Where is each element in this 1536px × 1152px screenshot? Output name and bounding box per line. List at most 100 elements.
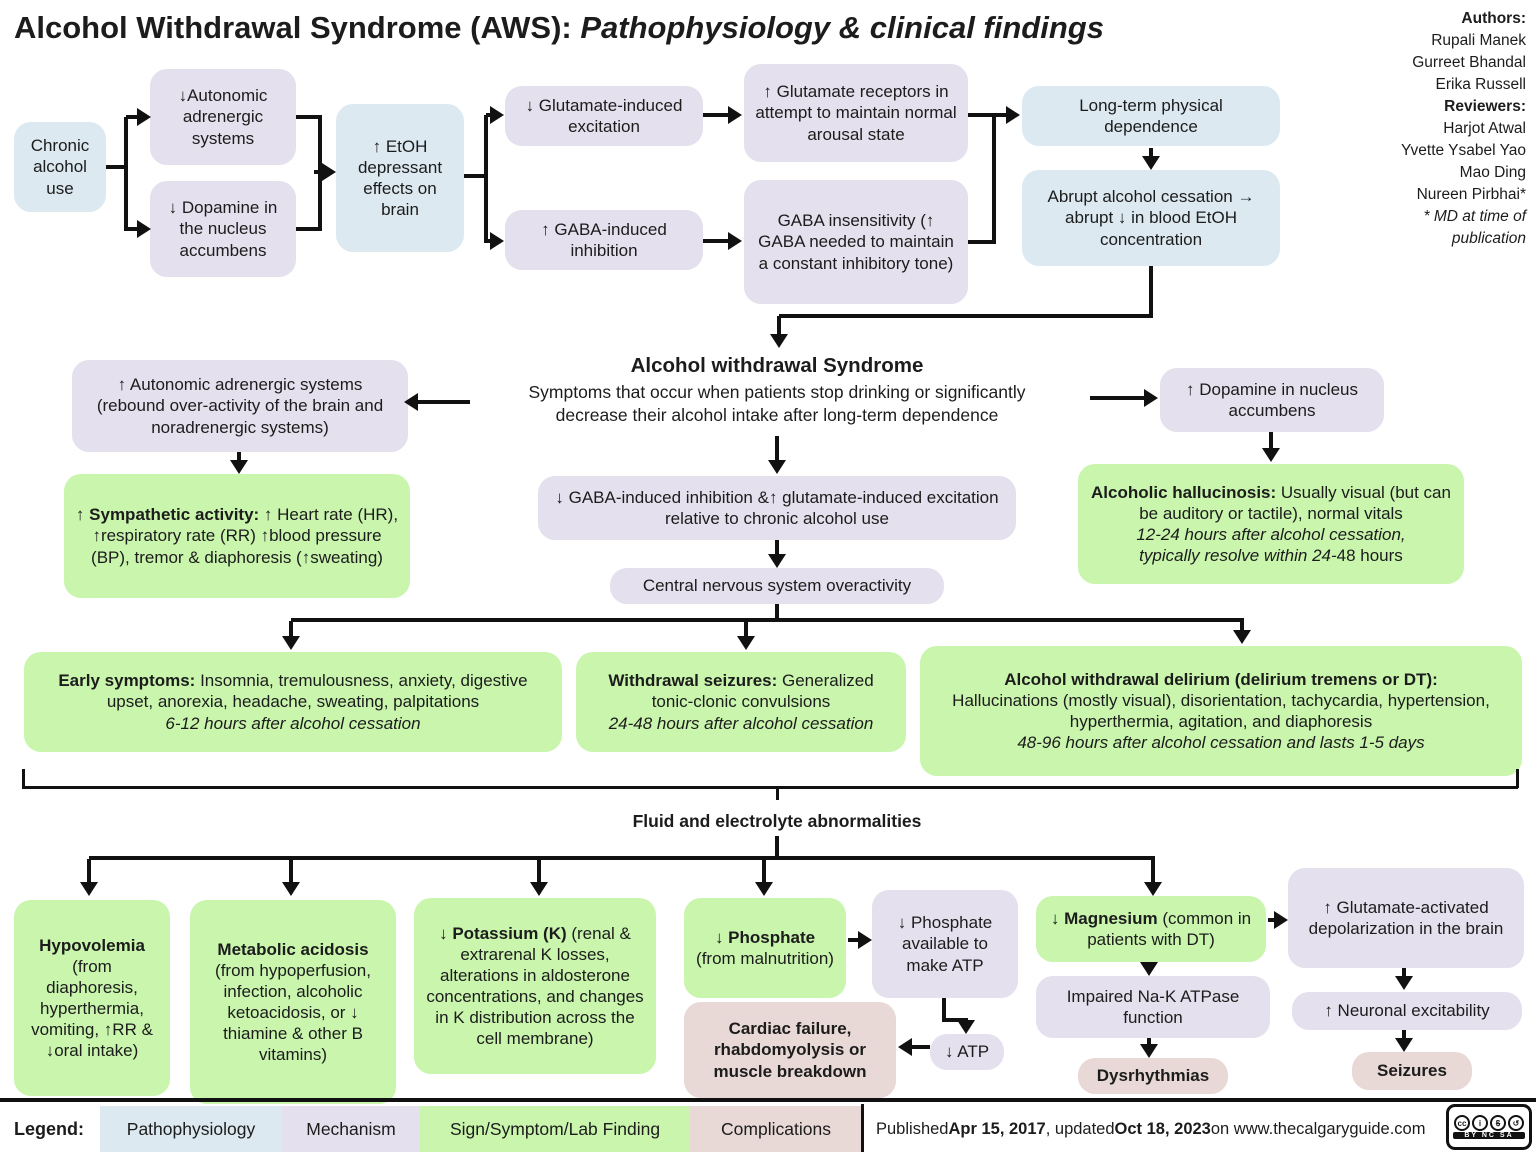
connector-line xyxy=(744,621,748,638)
connector-line xyxy=(296,227,322,231)
connector-line xyxy=(912,1045,930,1049)
box-low-potassium: ↓ Potassium (K) (renal & extrarenal K lo… xyxy=(414,898,656,1074)
connector-line xyxy=(289,621,293,638)
box-glutamate-receptors: ↑ Glutamate receptors in attempt to main… xyxy=(744,64,968,162)
credits-block: Authors: Rupali Manek Gurreet Bhandal Er… xyxy=(1401,8,1526,250)
box-text: Hallucinations (mostly visual), disorien… xyxy=(952,690,1490,731)
box-text: ↑ Heart rate (HR), ↑respiratory rate (RR… xyxy=(91,505,399,567)
arrowhead-d xyxy=(1140,962,1158,976)
box-text: GABA insensitivity (↑ GABA needed to mai… xyxy=(758,211,954,273)
connector-line xyxy=(22,786,1518,789)
connector-line xyxy=(464,174,488,178)
footer-text: Published xyxy=(876,1119,949,1138)
publication-footer: Published Apr 15, 2017, updated Oct 18, … xyxy=(876,1106,1432,1152)
box-text: Central nervous system overactivity xyxy=(642,576,912,596)
box-text: (renal & extrarenal K losses, alteration… xyxy=(426,923,644,1049)
connector-line xyxy=(1402,968,1406,980)
box-lead: Alcoholic hallucinosis: xyxy=(1091,482,1277,502)
box-text: Cardiac failure, rhabdomyolysis or muscl… xyxy=(713,1019,867,1081)
box-text: ↑ EtOH depressant effects on brain xyxy=(357,136,443,220)
box-sympathetic-activity: ↑ Sympathetic activity: ↑ Heart rate (HR… xyxy=(64,474,410,598)
box-lead: Early symptoms: xyxy=(58,671,196,691)
box-text: (common in patients with DT) xyxy=(1087,908,1252,949)
arrowhead-d xyxy=(1395,976,1413,990)
connector-line xyxy=(87,859,91,885)
legend-label: Legend: xyxy=(14,1118,84,1139)
box-text: Chronic alcohol use xyxy=(30,136,90,198)
box-text: (from hypoperfusion, infection, alcoholi… xyxy=(215,960,371,1065)
publish-date: Apr 15, 2017 xyxy=(948,1119,1046,1138)
reviewer-name: Harjot Atwal xyxy=(1443,120,1526,137)
box-text: ↓ GABA-induced inhibition &↑ glutamate-i… xyxy=(555,487,999,528)
connector-line xyxy=(779,314,1153,318)
box-text: ↓Autonomic adrenergic systems xyxy=(178,86,268,148)
box-dysrhythmias: Dysrhythmias xyxy=(1078,1058,1228,1094)
connector-line xyxy=(289,859,293,885)
box-text: ↓ Glutamate-induced excitation xyxy=(525,95,683,136)
aws-heading-block: Alcohol withdrawal Syndrome Symptoms tha… xyxy=(420,354,1134,427)
reviewer-name: Mao Ding xyxy=(1459,164,1526,181)
arrowhead-d xyxy=(1142,156,1160,170)
legend-item-pathophysiology: Pathophysiology xyxy=(100,1106,282,1152)
box-etoh-depressant: ↑ EtOH depressant effects on brain xyxy=(336,104,464,252)
box-text: ↓ Phosphate available to make ATP xyxy=(897,913,993,975)
legend-item-complications: Complications xyxy=(690,1106,862,1152)
box-text: Long-term physical dependence xyxy=(1079,95,1223,136)
connector-line xyxy=(1090,396,1144,400)
legend-item-label: Sign/Symptom/Lab Finding xyxy=(449,1118,661,1139)
legend-item-label: Pathophysiology xyxy=(126,1118,256,1139)
fluid-electrolyte-heading: Fluid and electrolyte abnormalities xyxy=(632,811,922,831)
arrowhead-r xyxy=(1006,106,1020,124)
connector-line xyxy=(775,540,779,556)
box-early-symptoms: Early symptoms: Insomnia, tremulousness,… xyxy=(24,652,562,752)
author-name: Gurreet Bhandal xyxy=(1412,54,1526,71)
box-text: ↑ Glutamate receptors in attempt to main… xyxy=(755,82,957,144)
box-text: ↓ ATP xyxy=(944,1042,990,1062)
arrowhead-d xyxy=(1262,448,1280,462)
arrowhead-d xyxy=(282,636,300,650)
box-lead: Hypovolemia xyxy=(39,935,145,955)
reviewer-name: Yvette Ysabel Yao xyxy=(1401,142,1526,159)
connector-line xyxy=(314,170,324,174)
connector-line xyxy=(106,165,126,169)
connector-line xyxy=(775,604,779,622)
cc-caption: BY NC SA xyxy=(1453,1132,1525,1139)
arrowhead-d xyxy=(1144,882,1162,896)
arrowhead-d xyxy=(755,882,773,896)
connector-line xyxy=(942,1018,968,1022)
box-delirium-tremens: Alcohol withdrawal delirium (delirium tr… xyxy=(920,646,1522,776)
box-timing: 24-48 hours after alcohol cessation xyxy=(608,713,874,733)
box-text: Usually visual (but can be auditory or t… xyxy=(1139,482,1451,523)
box-text: ↓ Dopamine in the nucleus accumbens xyxy=(168,198,278,260)
arrowhead-r xyxy=(728,106,742,124)
legend-item-label: Complications xyxy=(721,1118,831,1139)
cc-license-badge: cc i $ ↺ BY NC SA xyxy=(1446,1104,1532,1150)
author-name: Erika Russell xyxy=(1435,76,1526,93)
legend-item-mechanism: Mechanism xyxy=(282,1106,420,1152)
connector-line xyxy=(848,938,862,942)
legend-item-sign-symptom: Sign/Symptom/Lab Finding xyxy=(420,1106,690,1152)
box-cns-overactivity: Central nervous system overactivity xyxy=(610,568,944,604)
box-low-phosphate: ↓ Phosphate (from malnutrition) xyxy=(684,898,846,998)
aws-subtitle-line2: decrease their alcohol intake after long… xyxy=(555,405,999,426)
connector-line xyxy=(703,113,731,117)
box-lead: Alcohol withdrawal delirium (delirium tr… xyxy=(1004,669,1438,689)
box-dopamine-nacc: ↑ Dopamine in nucleus accumbens xyxy=(1160,368,1384,432)
connector-line xyxy=(776,787,779,800)
box-glutamate-excitation: ↓ Glutamate-induced excitation xyxy=(505,86,703,146)
connector-line xyxy=(777,316,781,338)
box-text: ↑ Glutamate-activated depolarization in … xyxy=(1308,897,1504,938)
connector-line xyxy=(126,115,140,119)
connector-line xyxy=(537,859,541,885)
connector-line xyxy=(291,618,1244,622)
box-metabolic-acidosis: Metabolic acidosis (from hypoperfusion, … xyxy=(190,900,396,1104)
box-text: ↑ Neuronal excitability xyxy=(1324,1001,1490,1021)
arrowhead-r xyxy=(728,232,742,250)
arrowhead-d xyxy=(768,554,786,568)
box-text: Generalized tonic-clonic convulsions xyxy=(651,671,874,712)
connector-line xyxy=(1240,621,1244,634)
cc-icon-row: cc i $ ↺ xyxy=(1454,1115,1524,1131)
box-abrupt-cessation: Abrupt alcohol cessation → abrupt ↓ in b… xyxy=(1022,170,1280,266)
box-timing: 6-12 hours after alcohol cessation xyxy=(165,713,421,733)
